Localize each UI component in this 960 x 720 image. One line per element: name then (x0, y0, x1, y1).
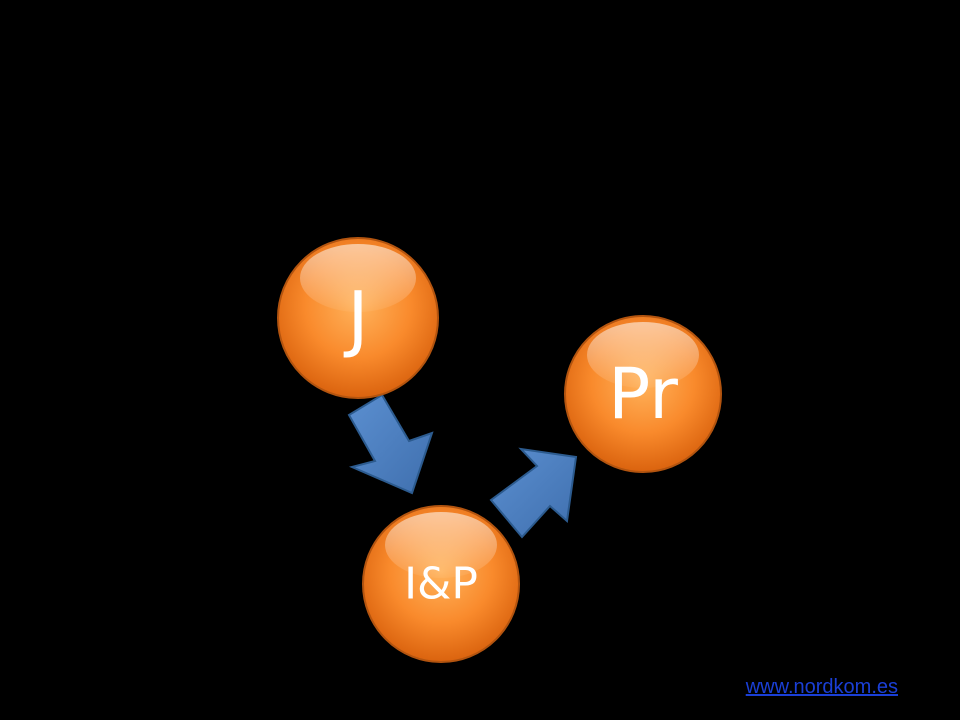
node-label-pr: Pr (608, 353, 678, 435)
arrow-ip-to-pr (489, 447, 578, 539)
arrow-j-to-ip (347, 393, 434, 495)
node-ip: I&P (362, 505, 520, 663)
node-j: J (277, 237, 439, 399)
website-link[interactable]: www.nordkom.es (745, 676, 898, 698)
node-label-j: J (343, 276, 368, 360)
node-pr: Pr (564, 315, 722, 473)
node-label-ip: I&P (404, 559, 478, 610)
